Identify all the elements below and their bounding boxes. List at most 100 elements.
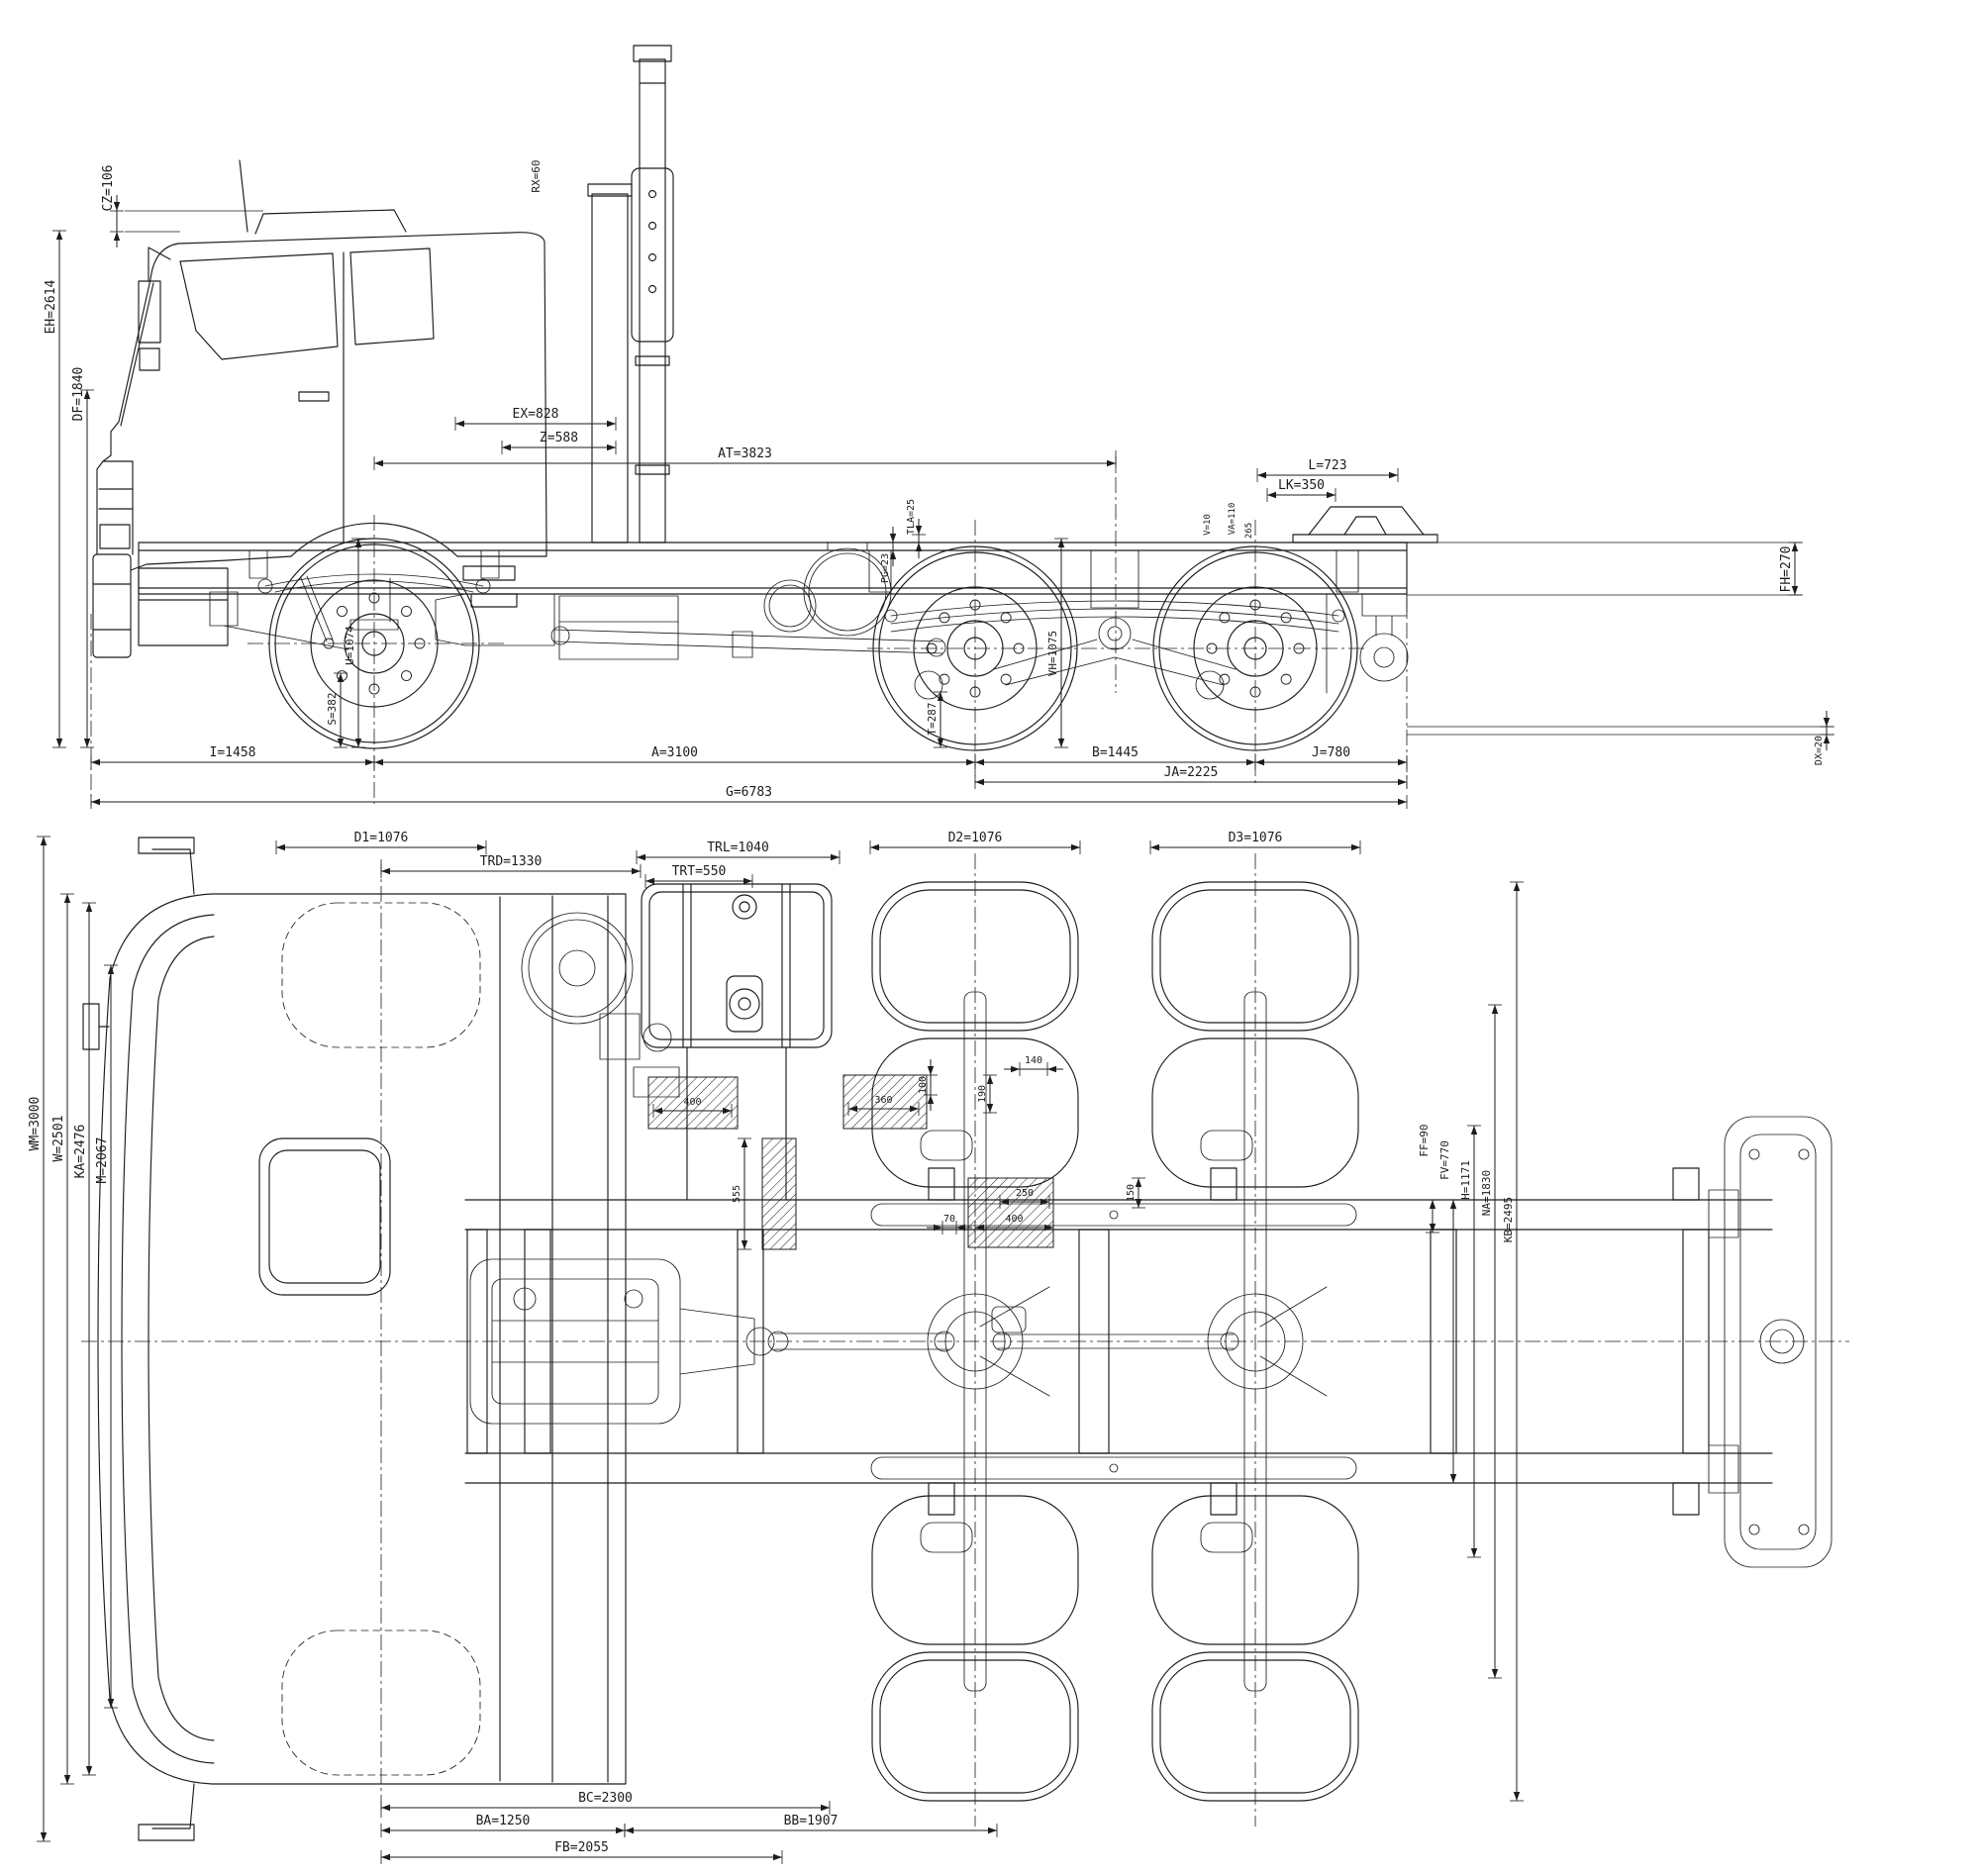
- plan-engine-transmission: [469, 1258, 775, 1425]
- dimension-label: EH=2614: [44, 279, 58, 334]
- dim-D3=1076: D3=1076: [1149, 831, 1361, 854]
- dimension-label: S=382: [326, 692, 339, 725]
- dim-VH=1075: VH=1075: [1046, 538, 1068, 748]
- dim-DX=20: DX=20: [1407, 711, 1834, 765]
- wheel-bolt-circle: [323, 592, 426, 695]
- dim-T=287: T=287: [926, 691, 947, 748]
- dimension-label: 250: [1016, 1188, 1034, 1199]
- dim-DF=1840: DF=1840: [71, 367, 94, 748]
- dim-400: 400: [974, 1214, 1054, 1234]
- dim-S=382: S=382: [326, 672, 347, 748]
- dimension-label: 150: [1126, 1184, 1137, 1202]
- dimension-label: 400: [1005, 1214, 1023, 1225]
- dimension-label: V=10: [1203, 514, 1213, 536]
- note-RX=60: RX=60: [530, 159, 543, 192]
- wheel-bolt-circle: [1206, 599, 1305, 698]
- dim-100: 100: [918, 1059, 938, 1111]
- dim-G=6783: G=6783: [90, 785, 1408, 809]
- dim-70: 70: [927, 1214, 972, 1234]
- dimension-label: FB=2055: [554, 1840, 609, 1855]
- dim-FV=770: FV=770: [1438, 1140, 1460, 1484]
- dimension-label: DX=20: [1814, 736, 1825, 765]
- dimension-label: FV=770: [1438, 1140, 1451, 1180]
- dimension-label: B=1445: [1092, 745, 1138, 760]
- dim-TRD=1330: TRD=1330: [380, 854, 642, 878]
- plan-rear-crossmember: [1708, 1116, 1832, 1568]
- side-centerlines: [90, 450, 1408, 806]
- dim-FF=90: FF=90: [1418, 1124, 1439, 1234]
- dim-I=1458: I=1458: [90, 745, 375, 769]
- dimension-label: NA=1830: [1480, 1170, 1493, 1216]
- dimension-label: 100: [918, 1076, 929, 1094]
- dim-Z=588: Z=588: [501, 431, 617, 454]
- dimension-label: FH=270: [1779, 546, 1794, 593]
- dim-NA=1830: NA=1830: [1480, 1004, 1502, 1679]
- dimension-label: D2=1076: [948, 831, 1003, 845]
- dimension-label: U=1074: [344, 626, 356, 665]
- plan-behind-cab-equipment: [521, 912, 680, 1098]
- dimension-label: FF=90: [1418, 1124, 1431, 1156]
- dim-M=2067: M=2067: [95, 964, 118, 1709]
- dimension-label: I=1458: [210, 745, 256, 760]
- dimension-label: LK=350: [1278, 478, 1325, 493]
- dim-J=780: J=780: [1254, 745, 1408, 769]
- plan-cab: [82, 837, 627, 1841]
- dim-BB=1907: BB=1907: [624, 1814, 998, 1837]
- dim-EH=2614: EH=2614: [44, 230, 66, 748]
- dim-400: 400: [652, 1097, 733, 1118]
- dimension-label: TRD=1330: [480, 854, 543, 869]
- dimension-label: 265: [1244, 523, 1254, 539]
- dim-FH=270: FH=270: [1407, 542, 1803, 596]
- dim-TRT=550: TRT=550: [644, 864, 753, 888]
- side-rear-wheels: [872, 545, 1358, 751]
- side-air-tanks: [558, 542, 892, 660]
- dimension-label: 70: [943, 1214, 955, 1225]
- side-frame-rail: [138, 542, 1408, 595]
- dim-250: 250: [999, 1188, 1050, 1209]
- dim-W=2501: W=2501: [51, 893, 74, 1785]
- dim-WM=3000: WM=3000: [28, 836, 50, 1842]
- dimension-label: 555: [732, 1185, 742, 1203]
- dimension-label: D3=1076: [1229, 831, 1283, 845]
- side-view-artwork: [90, 45, 1438, 806]
- dim-LK=350: LK=350: [1266, 478, 1336, 502]
- plan-fuel-tank: [641, 883, 833, 1201]
- dimension-label: TRL=1040: [707, 840, 769, 855]
- dim-555: 555: [732, 1137, 751, 1250]
- dimension-label: L=723: [1308, 458, 1346, 473]
- dimension-label: W=2501: [51, 1116, 66, 1162]
- dimension-label: 140: [1025, 1055, 1042, 1066]
- plan-view-artwork: [81, 837, 1849, 1841]
- dim-BA=1250: BA=1250: [380, 1814, 626, 1837]
- side-fifth-wheel: [1292, 506, 1438, 543]
- side-rear-bogie-suspension: [868, 549, 1359, 700]
- dimension-label: TLA=25: [906, 499, 917, 535]
- dim-EX=828: EX=828: [454, 407, 617, 431]
- plan-front-wheels: [281, 902, 481, 1776]
- dim-KB=2495: KB=2495: [1502, 881, 1524, 1802]
- dim-JA=2225: JA=2225: [974, 765, 1408, 789]
- dim-L=723: L=723: [1256, 458, 1399, 482]
- dim-PG=23: PG=23: [880, 527, 900, 583]
- dimension-label: 400: [683, 1097, 701, 1108]
- dimension-label: J=780: [1312, 745, 1350, 760]
- side-driveline: [435, 593, 946, 658]
- dimension-label: BC=2300: [578, 1791, 633, 1806]
- dim-BC=2300: BC=2300: [380, 1791, 831, 1815]
- dimension-label: A=3100: [651, 745, 698, 760]
- dim-U=1074: U=1074: [344, 538, 365, 748]
- dimension-label: D1=1076: [354, 831, 409, 845]
- dimension-label: VH=1075: [1046, 631, 1059, 676]
- side-exhaust-stack: [587, 45, 674, 543]
- dimension-label: AT=3823: [718, 446, 772, 461]
- dimension-label: JA=2225: [1164, 765, 1219, 780]
- dimension-label: 360: [874, 1095, 892, 1106]
- dimension-label: EX=828: [513, 407, 559, 422]
- plan-driveline: [767, 1331, 1239, 1352]
- dimension-label: RX=60: [530, 159, 543, 192]
- dim-H=1171: H=1171: [1459, 1125, 1481, 1558]
- dim-TLA=25: TLA=25: [906, 499, 926, 558]
- dimension-label: Z=588: [540, 431, 578, 445]
